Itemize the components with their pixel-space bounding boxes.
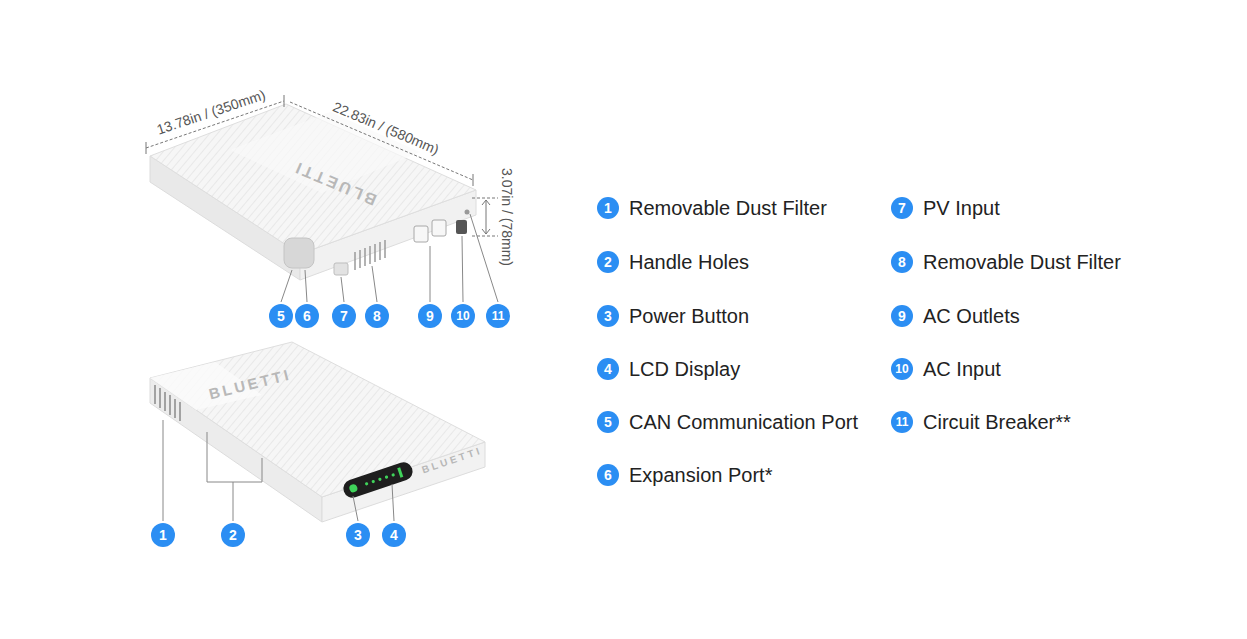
part-name: Expansion Port* <box>629 464 772 487</box>
device-front-view <box>150 342 485 522</box>
ac-outlet <box>432 220 446 236</box>
callout-number: 6 <box>597 464 619 486</box>
part-name: AC Outlets <box>923 305 1020 328</box>
ac-outlet <box>414 226 428 242</box>
part-name: Circuit Breaker** <box>923 411 1071 434</box>
expansion-port <box>284 238 314 268</box>
callout-number: 9 <box>891 305 913 327</box>
callout-number: 10 <box>451 304 475 328</box>
callout-number: 8 <box>891 251 913 273</box>
part-name: LCD Display <box>629 358 740 381</box>
circuit-breaker <box>465 210 470 215</box>
callout-number: 4 <box>382 523 406 547</box>
callout-number: 3 <box>597 305 619 327</box>
lcd-display <box>341 460 415 500</box>
dimension-label: 3.07in / (78mm) <box>499 168 515 266</box>
part-name: AC Input <box>923 358 1001 381</box>
callout-number: 3 <box>346 523 370 547</box>
part-name: Power Button <box>629 305 749 328</box>
callout-number: 8 <box>365 304 389 328</box>
part-name: PV Input <box>923 197 1000 220</box>
dust-filter-vent <box>355 240 385 270</box>
callout-number: 1 <box>597 197 619 219</box>
callout-number: 2 <box>597 251 619 273</box>
part-name: Handle Holes <box>629 251 749 274</box>
leader-lines <box>281 214 498 302</box>
part-name: Removable Dust Filter <box>629 197 827 220</box>
callout-number: 4 <box>597 358 619 380</box>
callout-number: 11 <box>891 411 913 433</box>
callout-number: 5 <box>269 304 293 328</box>
callout-number: 9 <box>418 304 442 328</box>
callout-number: 6 <box>295 304 319 328</box>
leader-lines <box>163 420 394 521</box>
callout-number: 10 <box>891 358 913 380</box>
dust-filter-vent <box>155 385 180 421</box>
callout-number: 2 <box>221 523 245 547</box>
callout-number: 11 <box>486 304 510 328</box>
device-top-view <box>146 95 498 302</box>
callout-number: 1 <box>151 523 175 547</box>
part-name: CAN Communication Port <box>629 411 858 434</box>
callout-number: 7 <box>332 304 356 328</box>
ac-input <box>456 220 467 234</box>
callout-number: 7 <box>891 197 913 219</box>
pv-input <box>334 263 348 275</box>
part-name: Removable Dust Filter <box>923 251 1121 274</box>
callout-number: 5 <box>597 411 619 433</box>
